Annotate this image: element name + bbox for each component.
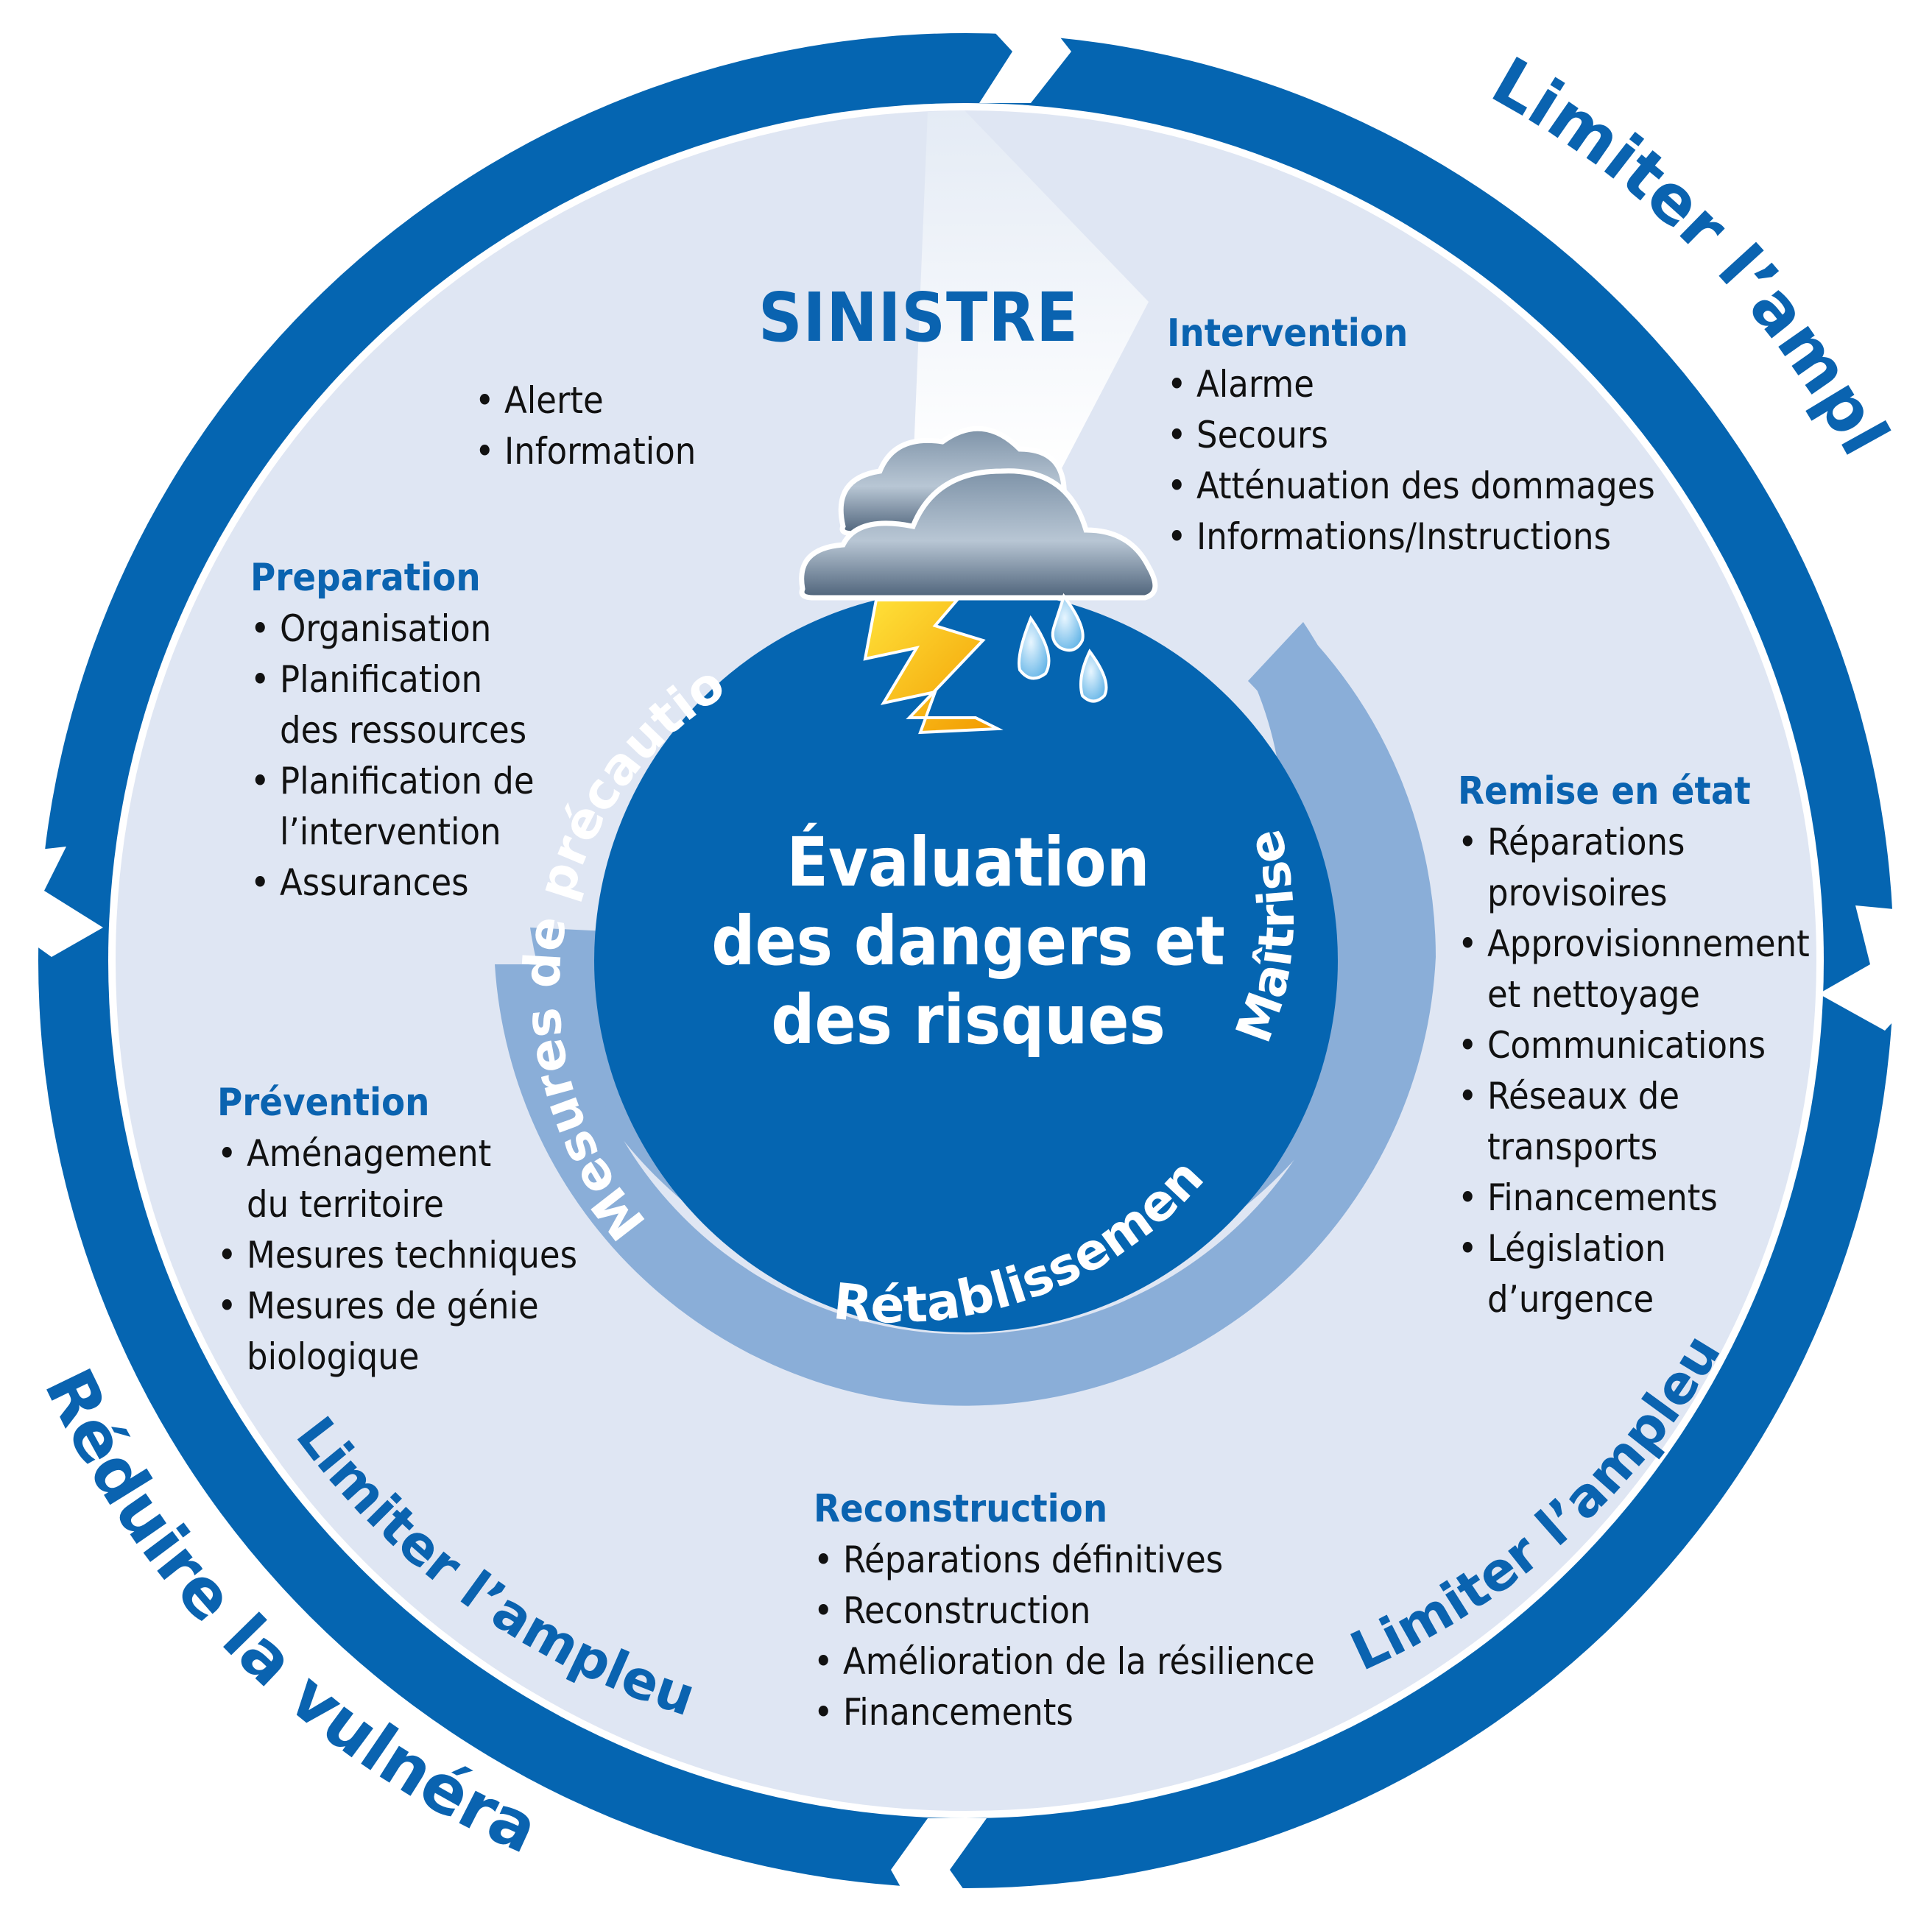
list-item: Communications [1458, 1020, 1810, 1071]
list-item: Assurances [250, 858, 535, 908]
preparation-section: Preparation Organisation Planification d… [250, 552, 535, 908]
list-item: Planification de [250, 756, 535, 807]
list-item-continuation: biologique [247, 1335, 420, 1378]
raindrops-icon [1018, 593, 1108, 703]
list-item: Mesures de génie [217, 1281, 577, 1332]
preparation-heading: Preparation [250, 556, 481, 600]
arrow-gap-left [0, 847, 103, 957]
list-item: Reconstruction [814, 1586, 1315, 1636]
list-item: Organisation [250, 604, 535, 654]
list-item-continuation: transports [1487, 1126, 1658, 1168]
center-title: Évaluation des dangers et des risques [703, 823, 1233, 1059]
list-item-continuation: d’urgence [1487, 1278, 1654, 1321]
remise-heading: Remise en état [1458, 769, 1751, 813]
list-item-continuation: et nettoyage [1487, 973, 1700, 1016]
intervention-heading: Intervention [1167, 311, 1409, 356]
prevention-section: Prévention Aménagement du territoire Mes… [217, 1077, 577, 1382]
center-line-1: Évaluation [786, 823, 1150, 902]
list-item: Alerte [475, 375, 696, 426]
list-item: Approvisionnement [1458, 919, 1810, 969]
inner-disc [594, 589, 1338, 1332]
prevention-heading: Prévention [217, 1081, 430, 1125]
intervention-section: Intervention Alarme Secours Atténuation … [1167, 308, 1655, 562]
list-item: Mesures techniques [217, 1230, 577, 1281]
center-line-2: des dangers et [711, 902, 1225, 981]
list-item: Informations/Instructions [1167, 512, 1655, 562]
list-item: Alarme [1167, 359, 1655, 410]
center-line-3: des risques [771, 981, 1166, 1059]
arrow-gap-top [965, 0, 1071, 103]
list-item-continuation: du territoire [247, 1183, 444, 1226]
arrow-gap-bottom [891, 1818, 987, 1922]
list-item: Financements [1458, 1173, 1810, 1223]
list-item: Réseaux de [1458, 1071, 1810, 1122]
list-item: Aménagement [217, 1128, 577, 1179]
sinistre-title: SINISTRE [758, 278, 1079, 357]
inner-band-arc [495, 626, 1436, 1406]
list-item: Atténuation des dommages [1167, 461, 1655, 512]
alert-section: Alerte Information [475, 375, 696, 477]
list-item: Financements [814, 1687, 1315, 1738]
list-item: Réparations [1458, 817, 1810, 868]
storm-cloud-icon [799, 425, 1158, 601]
sinistre-wedge [913, 110, 1149, 471]
list-item: Amélioration de la résilience [814, 1636, 1315, 1687]
list-item: Réparations définitives [814, 1535, 1315, 1586]
reconstruction-section: Reconstruction Réparations définitives R… [814, 1483, 1315, 1738]
list-item-continuation: des ressources [280, 709, 527, 752]
lightning-bolt-icon [863, 598, 1004, 735]
list-item-continuation: provisoires [1487, 872, 1668, 914]
list-item: Information [475, 426, 696, 477]
list-item: Secours [1167, 410, 1655, 461]
arrow-gap-right [1819, 905, 1932, 1031]
list-item: Planification [250, 654, 535, 705]
reconstruction-heading: Reconstruction [814, 1487, 1108, 1531]
remise-section: Remise en état Réparations provisoires A… [1458, 766, 1810, 1325]
list-item: Législation [1458, 1223, 1810, 1274]
list-item-continuation: l’intervention [280, 810, 501, 853]
